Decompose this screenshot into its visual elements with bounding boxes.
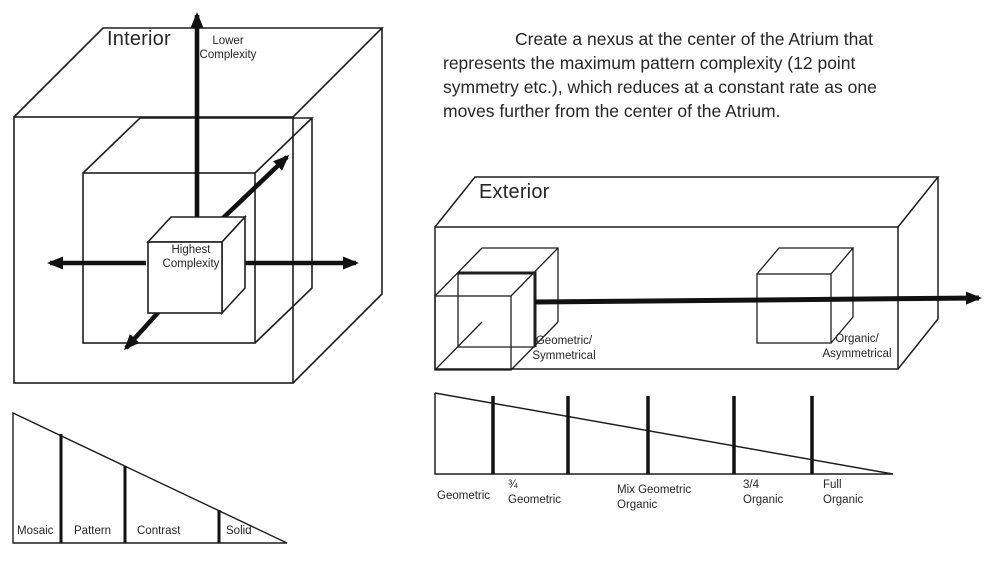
interior-title: Interior [107,28,171,50]
solid-label: Solid [226,525,252,537]
interior-inner-cube [146,214,247,316]
axis-label-full-organic: Full Organic [823,479,864,506]
diagonal-axis-arrow-up [220,154,290,221]
geometric-symmetrical-label: Geometric/ Symmetrical [532,335,596,362]
axis-label-geometric: Geometric [437,490,491,502]
description-text: Create a nexus at the center of the Atri… [443,29,877,121]
mosaic-label: Mosaic [17,525,54,537]
exterior-axis-arrow [534,291,982,305]
exterior-title: Exterior [479,181,550,203]
axis-label-three-quarter-organic: 3/4 Organic [743,479,784,506]
highest-complexity-label: Highest Complexity [162,244,220,270]
exterior-left-cube [434,247,559,371]
axis-label-three-quarter-geometric: ¾ Geometric [508,479,562,506]
organic-asymmetrical-label: Organic/ Asymmetrical [822,333,892,360]
exterior-right-cube [756,247,855,344]
contrast-label: Contrast [137,525,181,537]
interior-middle-cube [82,117,314,344]
interior-outer-cube [13,27,384,384]
exterior-gradient-chart [434,392,894,475]
interior-gradient-triangle [12,411,288,544]
pattern-label: Pattern [74,525,112,537]
lower-complexity-label: Lower Complexity [199,35,257,61]
axis-label-mix-geometric-organic: Mix Geometric Organic [617,484,692,511]
